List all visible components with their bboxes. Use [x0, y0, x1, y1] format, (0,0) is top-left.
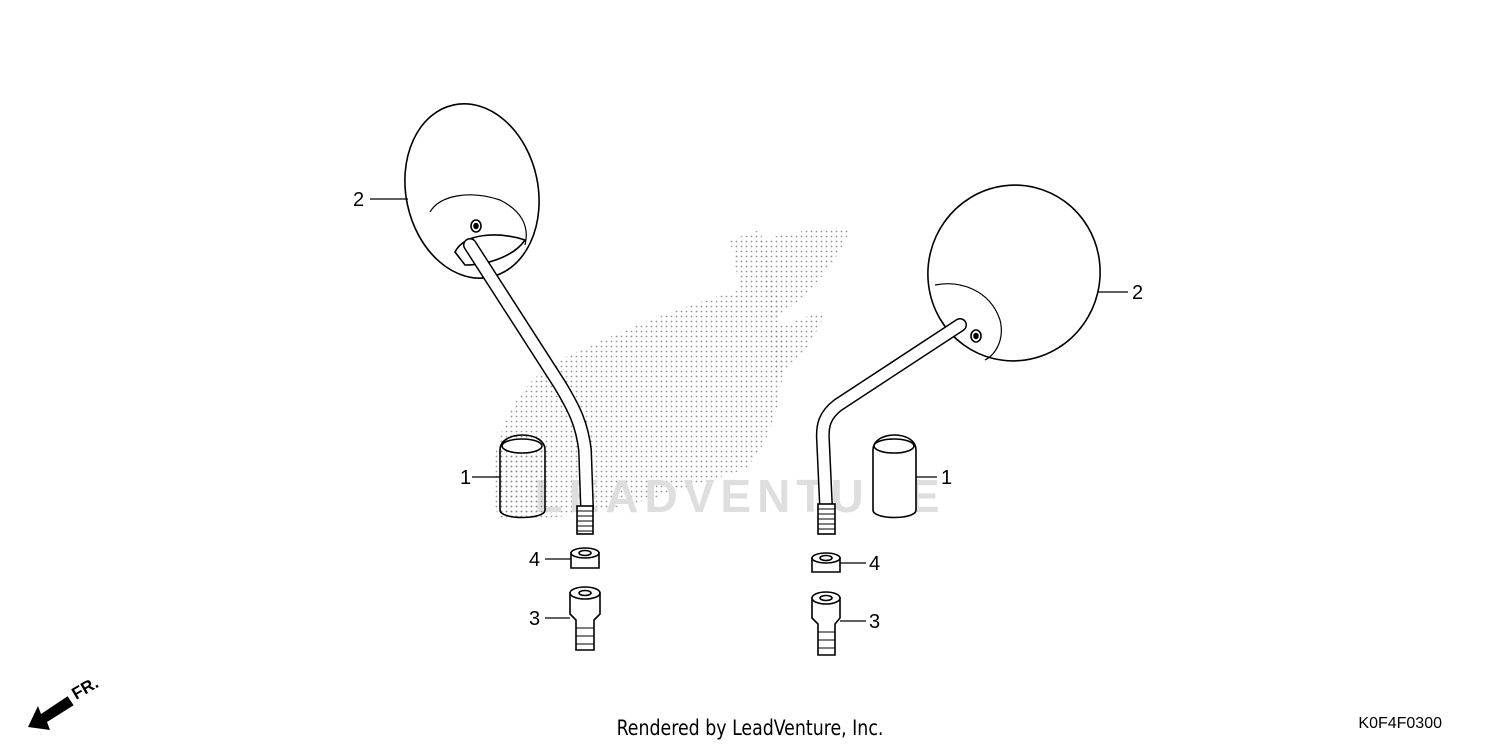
right-cover	[872, 434, 917, 519]
right-adapter	[811, 597, 841, 656]
callout-4-left: 4	[529, 549, 540, 571]
watermark-text: LEADVENTURE	[534, 470, 945, 522]
callout-1-left: 1	[460, 467, 471, 489]
leader-lines	[370, 198, 1128, 622]
watermark: LEADVENTURE	[492, 227, 945, 522]
callout-1-right: 1	[941, 467, 952, 489]
callout-2-left: 2	[353, 189, 364, 211]
callout-3-right: 3	[869, 611, 880, 633]
front-label: FR.	[69, 673, 102, 703]
right-mirror-head	[927, 184, 1101, 362]
left-cover	[499, 434, 546, 519]
callout-2-right: 2	[1132, 282, 1143, 304]
right-mirror-assembly	[811, 184, 1101, 656]
footer-credit: Rendered by LeadVenture, Inc.	[616, 716, 884, 740]
left-mirror-assembly	[404, 103, 601, 651]
callout-3-left: 3	[529, 608, 540, 630]
wing-logo-watermark	[492, 230, 784, 520]
diagram-code: K0F4F0300	[1358, 715, 1442, 732]
left-adapter	[569, 592, 601, 651]
front-arrow-icon	[28, 696, 74, 730]
callout-4-right: 4	[869, 553, 880, 575]
